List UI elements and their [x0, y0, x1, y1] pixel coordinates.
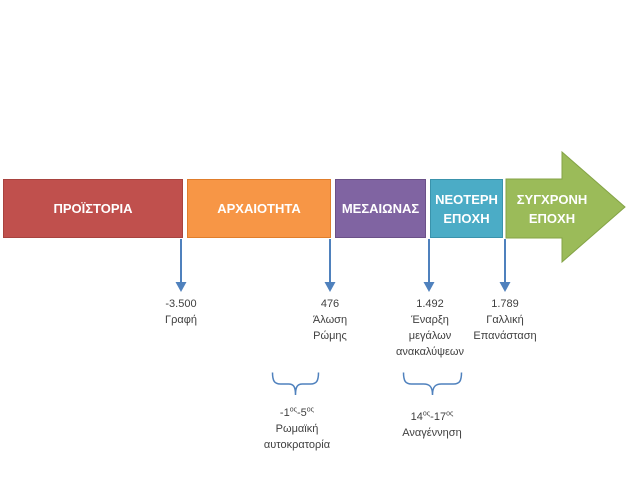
event-text: Επανάσταση	[473, 330, 537, 342]
down-arrow-icon	[499, 239, 511, 292]
event-label-writing: -3.500 Γραφή	[165, 296, 197, 328]
event-label-fall-of-rome: 476 Άλωση Ρώμης	[313, 296, 347, 344]
brace-icon	[402, 372, 463, 396]
event-year: 476	[320, 298, 340, 310]
era-label: ΜΕΣΑΙΩΝΑΣ	[341, 201, 420, 216]
down-arrow-icon	[324, 239, 336, 292]
era-label: ΣΥΓΧΡΟΝΗ ΕΠΟΧΗ	[516, 191, 588, 226]
event-text: Ρώμης	[313, 330, 347, 342]
event-year: 1.789	[491, 298, 519, 310]
event-year: 1.492	[416, 298, 444, 310]
event-text: Γραφή	[165, 314, 197, 326]
event-text: Άλωση	[312, 314, 348, 326]
era-block-prehistory: ΠΡΟΪΣΤΟΡΙΑ	[3, 179, 183, 238]
period-range: -1ος-5ος	[279, 406, 315, 419]
era-arrow-contemporary-shape	[505, 150, 626, 264]
period-label-roman-empire: -1ος-5ος Ρωμαϊκή αυτοκρατορία	[264, 405, 330, 453]
period-label-renaissance: 14ος-17ος Αναγέννηση	[402, 409, 461, 441]
era-label: ΝΕΟΤΕΡΗ ΕΠΟΧΗ	[435, 191, 498, 226]
era-block-modern-era: ΝΕΟΤΕΡΗ ΕΠΟΧΗ	[430, 179, 503, 238]
period-text: αυτοκρατορία	[263, 439, 331, 451]
era-block-middle-ages: ΜΕΣΑΙΩΝΑΣ	[335, 179, 426, 238]
event-text: Γαλλική	[486, 314, 524, 326]
period-text: Ρωμαϊκή	[275, 423, 319, 435]
event-text: ανακαλύψεων	[395, 346, 465, 358]
era-label: ΑΡΧΑΙΟΤΗΤΑ	[217, 201, 301, 216]
period-text: Αναγέννηση	[402, 427, 462, 439]
event-year: -3.500	[165, 298, 197, 310]
event-text: Έναρξη	[411, 314, 449, 326]
era-block-contemporary: ΣΥΓΧΡΟΝΗ ΕΠΟΧΗ	[506, 179, 598, 238]
era-block-antiquity: ΑΡΧΑΙΟΤΗΤΑ	[187, 179, 331, 238]
down-arrow-icon	[423, 239, 435, 292]
era-label: ΠΡΟΪΣΤΟΡΙΑ	[53, 201, 133, 216]
brace-icon	[271, 372, 320, 396]
event-text: μεγάλων	[408, 330, 452, 342]
period-range: 14ος-17ος	[410, 410, 454, 423]
down-arrow-icon	[175, 239, 187, 292]
event-label-french-revolution: 1.789 Γαλλική Επανάσταση	[473, 296, 536, 344]
event-label-great-discoveries: 1.492 Έναρξη μεγάλων ανακαλύψεων	[396, 296, 464, 360]
